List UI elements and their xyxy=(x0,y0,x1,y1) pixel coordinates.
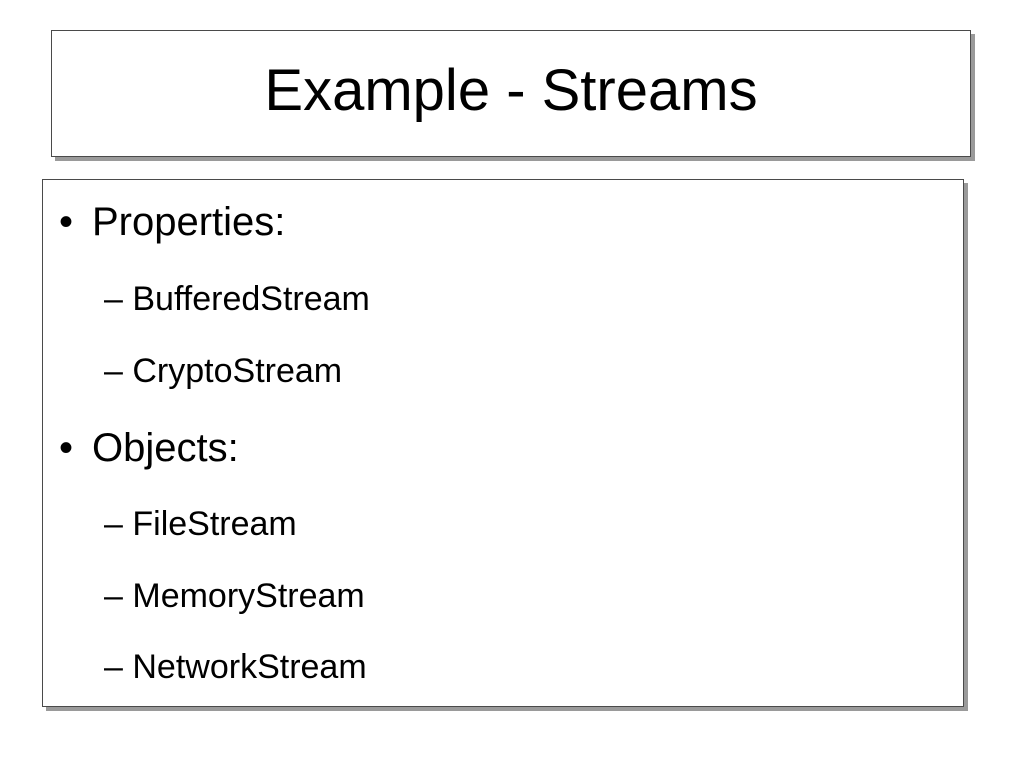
dash-icon: – xyxy=(104,577,123,615)
bullet-label-properties: Properties: xyxy=(92,200,286,244)
dash-icon: – xyxy=(104,505,123,543)
sub-item-memorystream: – MemoryStream xyxy=(104,579,365,613)
dash-icon: – xyxy=(104,352,123,390)
sub-item-label: BufferedStream xyxy=(132,280,370,318)
sub-item-label: NetworkStream xyxy=(132,648,367,686)
sub-item-networkstream: – NetworkStream xyxy=(104,650,367,684)
dash-icon: – xyxy=(104,280,123,318)
slide-title: Example - Streams xyxy=(264,57,758,123)
bullet-label-objects: Objects: xyxy=(92,426,239,470)
dash-icon: – xyxy=(104,648,123,686)
sub-item-label: FileStream xyxy=(132,505,297,543)
sub-item-bufferedstream: – BufferedStream xyxy=(104,282,370,316)
bullet-item-objects: • xyxy=(59,428,73,468)
bullet-icon: • xyxy=(59,200,74,244)
sub-item-label: MemoryStream xyxy=(132,577,365,615)
title-box: Example - Streams xyxy=(51,30,971,157)
sub-item-cryptostream: – CryptoStream xyxy=(104,354,342,388)
sub-item-filestream: – FileStream xyxy=(104,507,297,541)
content-box: • Properties: – BufferedStream – CryptoS… xyxy=(42,179,964,707)
sub-item-label: CryptoStream xyxy=(132,352,343,390)
bullet-item-properties: • xyxy=(59,202,73,242)
bullet-icon: • xyxy=(59,426,74,470)
